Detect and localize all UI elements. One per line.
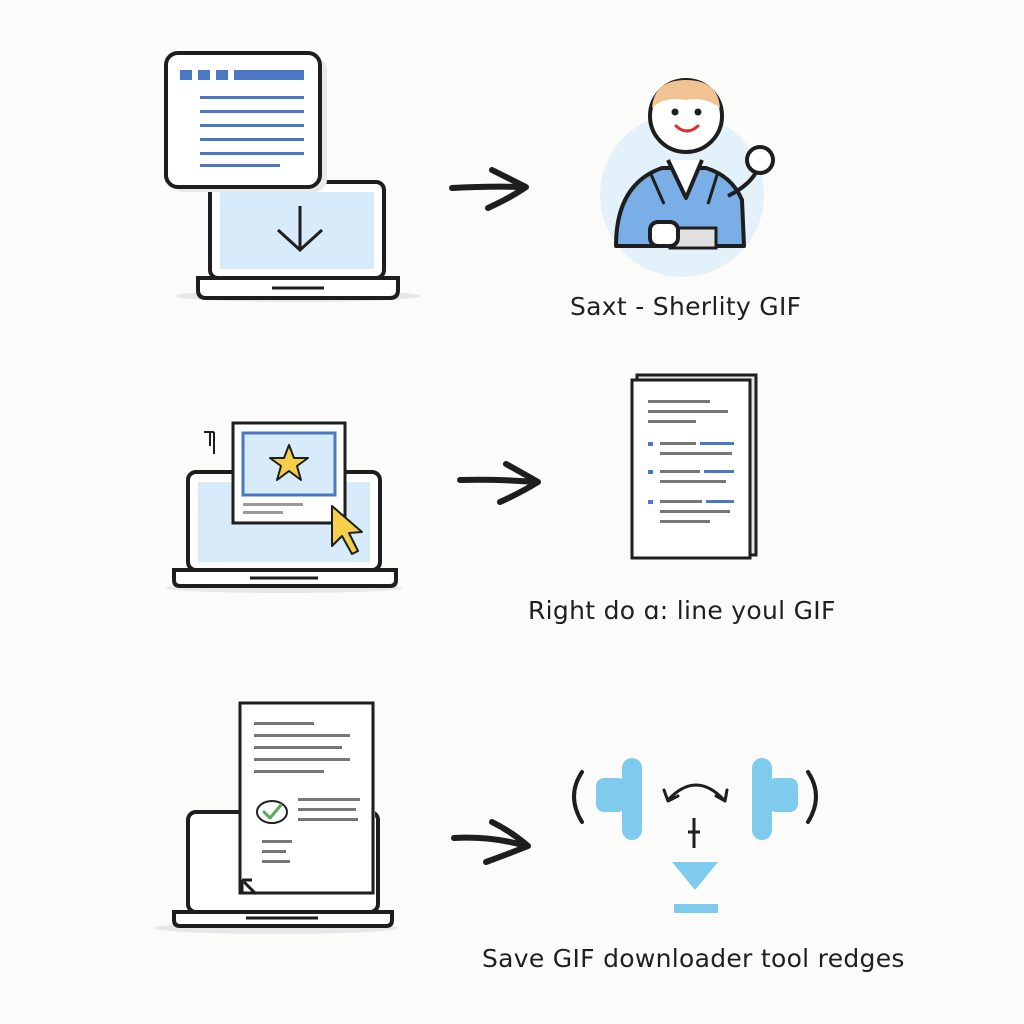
step-1-caption: Saxt - Sherlity GIF bbox=[570, 292, 802, 321]
laptop-document-check-icon bbox=[154, 701, 398, 934]
step-2-caption: Right do ɑ: line youl GIF bbox=[528, 596, 836, 625]
document-icon bbox=[630, 373, 758, 560]
laptop-download-icon bbox=[164, 51, 420, 302]
person-waving-icon bbox=[600, 78, 775, 277]
download-tool-icon bbox=[572, 758, 818, 913]
arrow-right-icon bbox=[449, 167, 529, 211]
arrow-right-icon bbox=[457, 461, 541, 505]
arrow-right-icon bbox=[451, 819, 531, 865]
step-3-caption: Save GIF downloader tool redges bbox=[482, 944, 905, 973]
laptop-star-click-icon bbox=[166, 421, 402, 593]
